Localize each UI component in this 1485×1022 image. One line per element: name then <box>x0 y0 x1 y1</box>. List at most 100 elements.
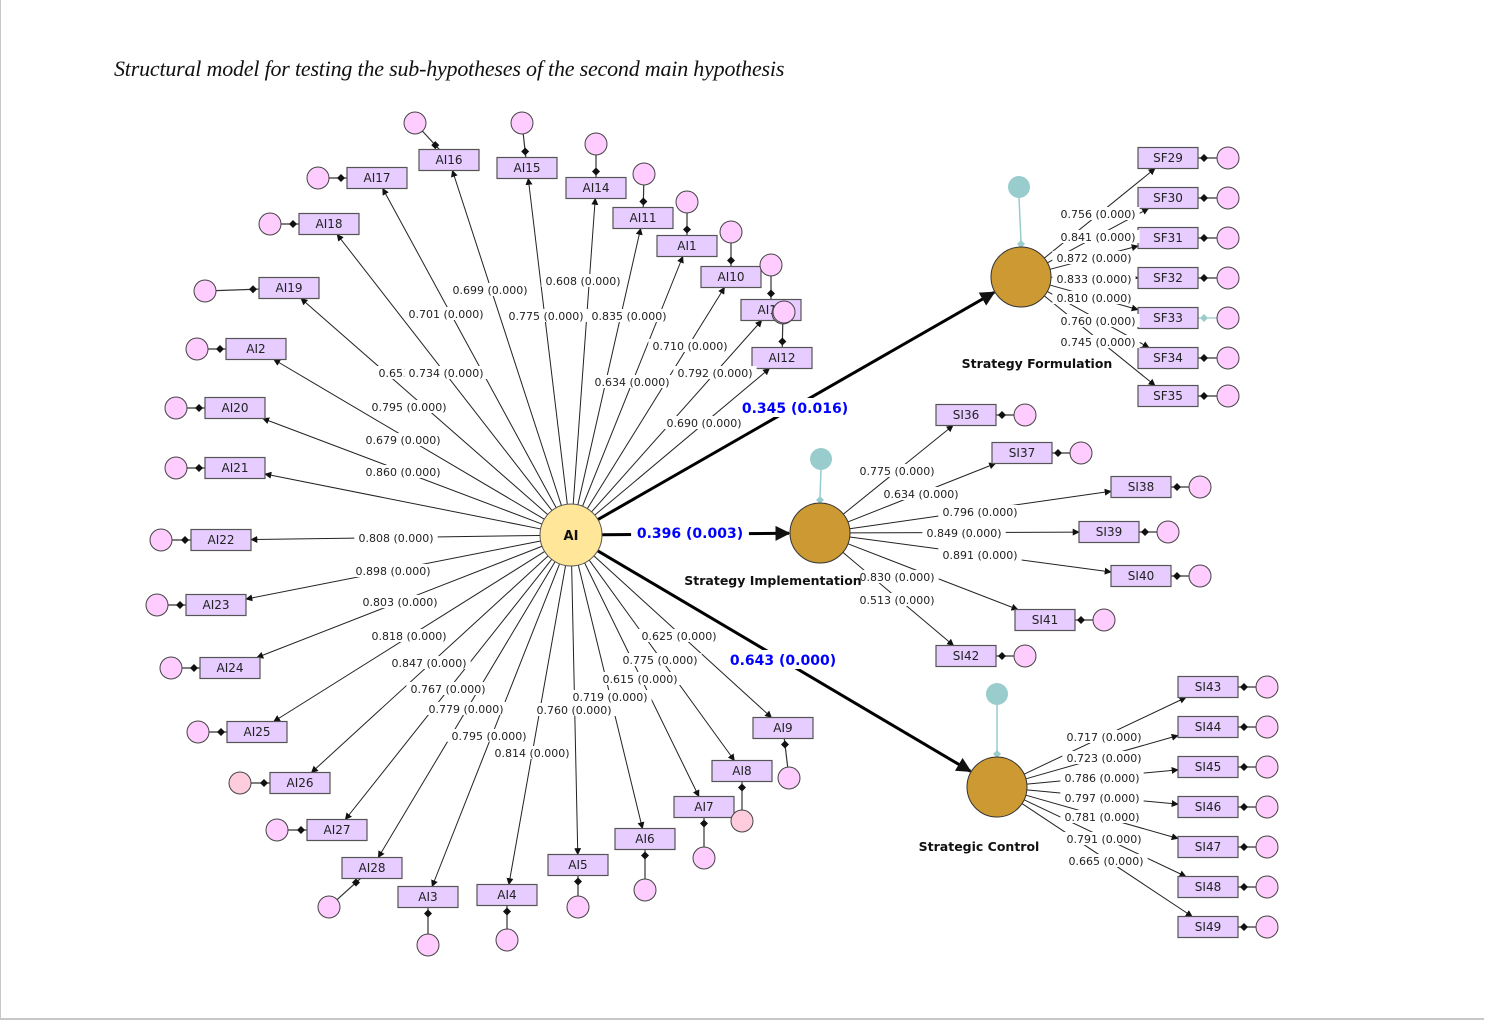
loading-label-bg <box>879 487 963 500</box>
indicator-box <box>752 716 814 740</box>
loading-label-bg <box>598 672 682 685</box>
latent-construct-label: Strategy Implementation <box>684 573 861 588</box>
loading-arrow <box>594 368 771 516</box>
indicator-box <box>1177 755 1239 779</box>
error-connector-diamond-icon <box>351 878 360 887</box>
indicator-label: AI24 <box>216 661 243 675</box>
loading-label-bg <box>367 400 451 413</box>
error-connector-diamond-icon <box>683 225 691 234</box>
indicator-label: AI6 <box>635 832 654 846</box>
nodes-layer: AI22AI21AI20AI2AI19AI18AI17AI16AI15AI14A… <box>145 111 1279 957</box>
loading-label: 0.699 (0.000) <box>452 284 527 297</box>
loading-label: 0.717 (0.000) <box>1066 731 1141 744</box>
indicator-box <box>751 346 813 370</box>
loading-arrow <box>506 565 567 886</box>
indicator-box <box>204 396 266 420</box>
indicator-box <box>346 166 408 190</box>
error-connector-diamond-icon <box>727 256 735 265</box>
error-term-circle <box>1156 520 1180 544</box>
loading-label: 0.665 (0.000) <box>1068 855 1143 868</box>
indicator-label: AI26 <box>286 776 313 790</box>
indicator-box <box>298 212 360 236</box>
indicator-label: AI22 <box>207 533 234 547</box>
indicator-label: AI27 <box>323 823 350 837</box>
loading-label-bg <box>938 548 1022 561</box>
error-term-circle <box>265 818 289 842</box>
indicator-label: SF31 <box>1153 231 1183 245</box>
error-connector-diamond-icon <box>1077 616 1085 624</box>
indicator-box <box>612 206 674 230</box>
loading-label: 0.792 (0.000) <box>677 367 752 380</box>
indicator-box <box>1137 146 1199 170</box>
loading-label-bg <box>354 531 438 544</box>
loading-label: 0.849 (0.000) <box>926 527 1001 540</box>
error-term-circle <box>149 528 173 552</box>
residual-link <box>1018 197 1022 242</box>
indicator-label: SI38 <box>1128 480 1154 494</box>
error-term-circle <box>510 111 534 135</box>
indicator-label: SF32 <box>1153 271 1183 285</box>
indicator-label: AI25 <box>243 725 270 739</box>
loading-label-bg <box>1056 230 1140 243</box>
error-term-circle <box>1255 875 1279 899</box>
loading-label: 0.734 (0.000) <box>408 367 483 380</box>
indicator-label: AI10 <box>717 270 744 284</box>
loading-label: 0.625 (0.000) <box>641 630 716 643</box>
indicator-box <box>1137 186 1199 210</box>
error-term-circle <box>306 166 330 190</box>
residual-diamond-icon <box>816 496 824 504</box>
indicator-box <box>204 456 266 480</box>
loading-label-bg <box>938 505 1022 518</box>
error-term-circle <box>1255 835 1279 859</box>
loading-label-bg <box>922 526 1006 539</box>
loading-label: 0.615 (0.000) <box>602 673 677 686</box>
indicator-box <box>258 276 320 300</box>
loading-arrow <box>525 177 568 505</box>
error-connector-diamond-icon <box>521 147 530 156</box>
loading-label-bg <box>1056 335 1140 348</box>
residual-circle <box>986 683 1008 705</box>
error-term-circle <box>1216 186 1240 210</box>
loading-label-bg <box>1056 314 1140 327</box>
loading-label-bg <box>532 703 616 716</box>
indicator-box <box>269 771 331 795</box>
loading-label: 0.835 (0.000) <box>591 310 666 323</box>
indicator-box <box>306 818 368 842</box>
loading-label: 0.745 (0.000) <box>1060 336 1135 349</box>
latent-construct-circle <box>789 502 851 564</box>
indicator-box <box>1177 835 1239 859</box>
indicator-box <box>935 644 997 668</box>
loading-label-bg <box>855 570 939 583</box>
error-term-circle <box>633 878 657 902</box>
error-term-circle <box>566 895 590 919</box>
error-term-circle <box>228 771 252 795</box>
indicator-box <box>1137 266 1199 290</box>
indicator-box <box>190 528 252 552</box>
indicator-box <box>185 593 247 617</box>
loading-label: 0.679 (0.000) <box>365 434 440 447</box>
loading-label-bg <box>1062 730 1146 743</box>
path-coefficient-label: 0.643 (0.000) <box>730 653 836 669</box>
residual-circle <box>1008 176 1030 198</box>
loading-label: 0.814 (0.000) <box>494 747 569 760</box>
labels-layer: 0.808 (0.000)0.860 (0.000)0.679 (0.000)0… <box>351 207 1148 868</box>
loading-label: 0.608 (0.000) <box>545 275 620 288</box>
error-term-circle <box>730 809 754 833</box>
error-connector-diamond-icon <box>1200 274 1208 282</box>
loading-arrow <box>451 169 562 506</box>
error-term-circle <box>185 337 209 361</box>
error-connector-diamond-icon <box>1200 354 1208 362</box>
loading-label-bg <box>673 366 757 379</box>
error-connector-diamond-icon <box>216 345 224 353</box>
error-connector-diamond-icon <box>998 652 1006 660</box>
path-coefficient-label: 0.396 (0.003) <box>637 526 743 542</box>
loading-label-bg <box>590 375 674 388</box>
error-term-circle <box>1255 715 1279 739</box>
loading-label: 0.898 (0.000) <box>355 565 430 578</box>
indicator-box <box>1177 915 1239 939</box>
indicator-box <box>476 883 538 907</box>
indicator-box <box>1014 608 1076 632</box>
loading-label-bg <box>1056 207 1140 220</box>
error-connector-diamond-icon <box>1240 763 1248 771</box>
loading-label: 0.775 (0.000) <box>859 465 934 478</box>
